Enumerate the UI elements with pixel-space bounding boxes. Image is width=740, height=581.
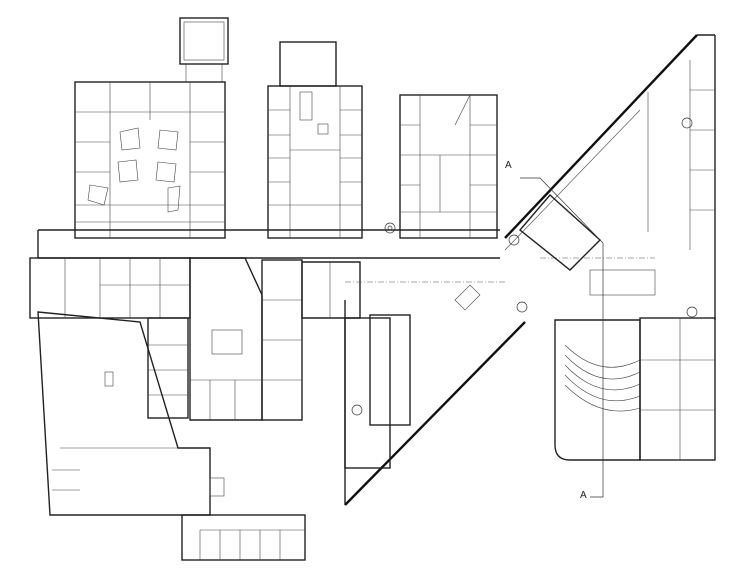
main-corridor — [37, 222, 500, 259]
annex-north — [179, 17, 229, 82]
wing-west-south — [29, 257, 361, 421]
wing-west-north — [74, 81, 226, 239]
wing-east-north — [399, 94, 498, 239]
section-marker-label: A — [580, 490, 587, 501]
wing-southwest — [37, 311, 306, 561]
section-marker-label: A — [505, 160, 512, 171]
auditorium — [554, 317, 716, 461]
wing-central-north — [267, 41, 363, 239]
atrium-central — [344, 281, 528, 506]
section-line — [520, 177, 604, 498]
wing-east-triangle — [504, 34, 716, 320]
